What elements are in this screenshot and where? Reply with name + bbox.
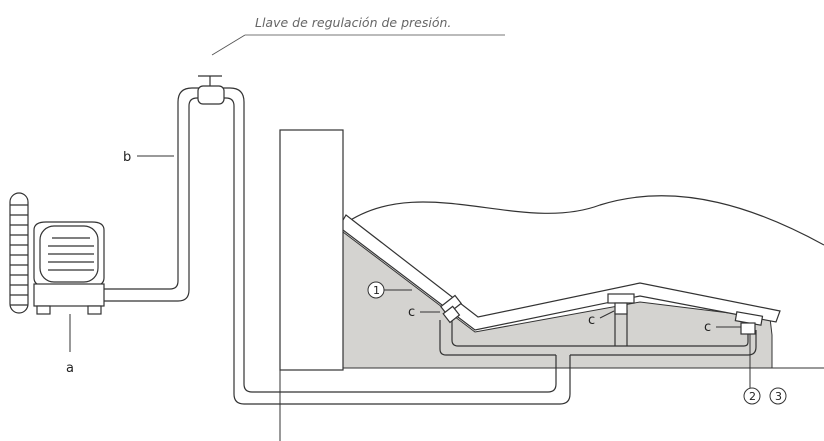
callout-3-circle: [769, 387, 787, 405]
label-c-3: c: [704, 320, 711, 335]
compressor-motor-icon: [9, 192, 105, 315]
callout-2-circle: [743, 387, 761, 405]
valve-caption: Llave de regulación de presión.: [255, 15, 451, 30]
pressure-valve-icon: [197, 75, 225, 105]
callout-3: 3: [775, 390, 782, 403]
valve-caption-leader: [211, 34, 246, 56]
water-surface: [342, 195, 824, 246]
label-b: b: [123, 150, 131, 165]
label-a: a: [66, 361, 74, 376]
distribution-manifold: [439, 310, 757, 356]
label-c-2: c: [588, 313, 595, 328]
air-diffuser-icon: [439, 293, 764, 335]
label-c-leader-2: [599, 310, 615, 319]
callout-2: 2: [749, 390, 756, 403]
label-c-1: c: [408, 305, 415, 320]
callout-1: 1: [373, 284, 380, 297]
callout-1-circle: [367, 281, 385, 299]
air-pipe-b: [103, 87, 571, 405]
wall: [279, 129, 344, 371]
